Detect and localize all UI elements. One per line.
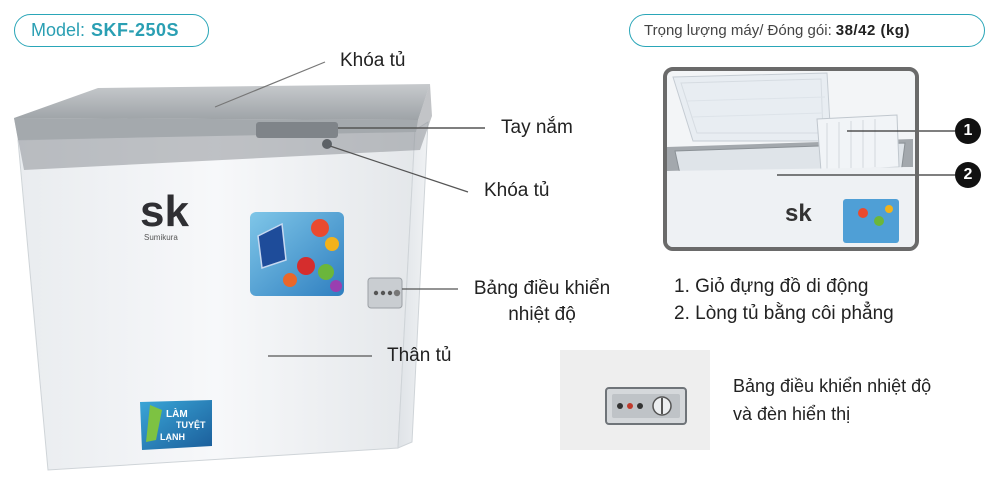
freezer-lid bbox=[14, 84, 430, 120]
callout-lock-side: Khóa tủ bbox=[484, 180, 550, 201]
feature-item-2: 2. Lòng tủ bằng côi phẳng bbox=[674, 303, 894, 324]
control-panel-line2: và đèn hiển thị bbox=[733, 404, 851, 424]
model-label: Model: bbox=[31, 20, 86, 40]
side-lock bbox=[322, 139, 332, 149]
callout-control: Bảng điều khiển nhiệt độ bbox=[462, 278, 622, 326]
callout-body: Thân tủ bbox=[387, 345, 452, 366]
svg-text:sk: sk bbox=[785, 200, 812, 227]
svg-text:TUYỆT: TUYỆT bbox=[176, 419, 206, 430]
leader-lock-side bbox=[329, 145, 469, 193]
brand-sub: Sumikura bbox=[144, 233, 178, 242]
callout-control-line2: nhiệt độ bbox=[508, 304, 576, 325]
lid-handle bbox=[256, 122, 338, 138]
brand-logo: sk bbox=[140, 187, 189, 236]
open-freezer-inset: sk bbox=[663, 67, 919, 251]
callout-control-line1: Bảng điều khiển bbox=[473, 278, 611, 299]
model-badge: Model: SKF-250S bbox=[14, 14, 209, 47]
leader-lock-top bbox=[214, 61, 326, 108]
weight-badge: Trọng lượng máy/ Đóng gói: 38/42 (kg) bbox=[629, 14, 985, 47]
fruit-decal bbox=[250, 212, 344, 296]
feature-badge-1: 1 bbox=[955, 118, 981, 144]
svg-text:LÀM: LÀM bbox=[166, 407, 188, 420]
control-panel-line1: Bảng điều khiển nhiệt độ bbox=[733, 376, 932, 396]
control-panel-closeup bbox=[560, 350, 710, 450]
callout-handle: Tay nắm bbox=[501, 117, 573, 138]
feature-badge-2: 2 bbox=[955, 162, 981, 188]
cooling-sticker: LÀM TUYỆT LẠNH bbox=[140, 400, 212, 450]
feature-item-1: 1. Giỏ đựng đồ di động bbox=[674, 276, 869, 297]
model-value: SKF-250S bbox=[91, 20, 180, 40]
weight-label: Trọng lượng máy/ Đóng gói: bbox=[644, 22, 832, 39]
callout-lock-top: Khóa tủ bbox=[340, 50, 406, 71]
weight-value: 38/42 (kg) bbox=[835, 22, 910, 39]
svg-text:LẠNH: LẠNH bbox=[160, 432, 185, 442]
